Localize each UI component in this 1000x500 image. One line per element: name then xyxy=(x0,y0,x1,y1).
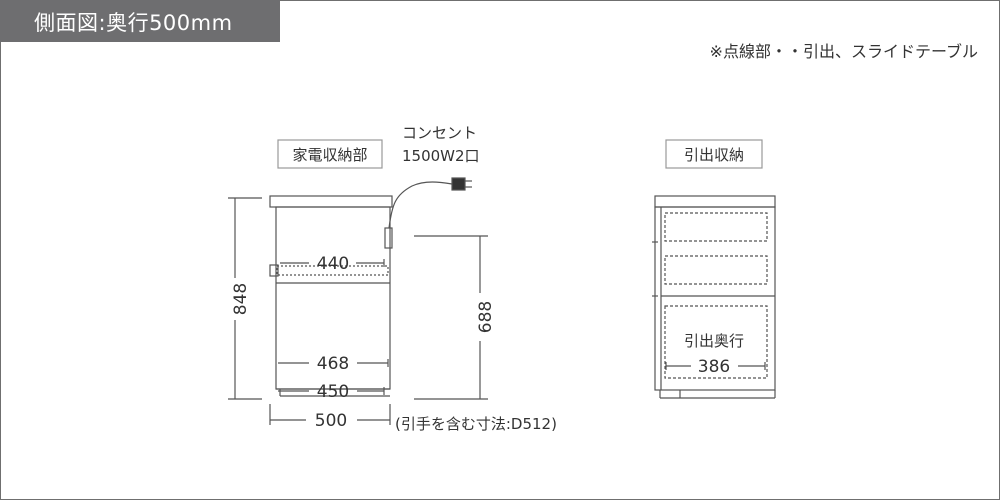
dotted-drawers xyxy=(664,212,768,379)
outlet-box xyxy=(384,227,393,249)
legend-note: ※点線部・・引出、スライドテーブル xyxy=(709,42,978,61)
label-box-drawer xyxy=(665,139,763,169)
dim-note: (引手を含む寸法:D512) xyxy=(395,415,557,433)
dim-slide-table-depth: 440 xyxy=(317,254,349,274)
dim-total-height-lines xyxy=(228,197,262,400)
dim-outer-depth: 500 xyxy=(315,411,347,431)
dim-lower-height: 688 xyxy=(476,301,496,333)
dim-slide-depth-lines xyxy=(280,259,385,267)
right-cabinet xyxy=(652,195,776,399)
drawer-3-dotted xyxy=(664,305,768,379)
dim-outer-depth-lines xyxy=(269,404,391,425)
outlet-label-line1: コンセント xyxy=(402,124,477,142)
drawer-2-dotted xyxy=(664,255,768,285)
dim-shelf-depth-lines xyxy=(278,359,389,367)
dim-total-height: 848 xyxy=(231,283,251,315)
left-cabinet xyxy=(269,177,472,397)
appliance-section-label: 家電収納部 xyxy=(292,146,367,164)
dim-lower-height-lines xyxy=(414,235,488,400)
plug-icon xyxy=(451,177,466,191)
dim-inner-depth-lines xyxy=(278,387,385,395)
outlet-cord xyxy=(388,181,453,229)
slide-table-handle xyxy=(269,264,279,277)
label-box-appliance xyxy=(277,139,383,169)
drawer-depth-label: 引出奥行 xyxy=(684,332,744,350)
right-cabinet-body xyxy=(654,206,776,391)
dim-inner-depth: 450 xyxy=(317,382,349,402)
drawer-section-label: 引出収納 xyxy=(684,146,744,164)
dim-drawer-depth: 386 xyxy=(698,357,730,377)
right-top-board xyxy=(654,195,776,208)
page-title: 側面図:奥行500mm xyxy=(34,11,233,35)
drawer-1-dotted xyxy=(664,212,768,242)
outlet-label-line2: 1500W2口 xyxy=(402,147,480,165)
dim-drawer-depth-lines xyxy=(665,362,766,370)
left-top-board xyxy=(269,195,393,208)
title-tab: 側面図:奥行500mm xyxy=(0,0,280,42)
dim-shelf-depth: 468 xyxy=(317,354,349,374)
